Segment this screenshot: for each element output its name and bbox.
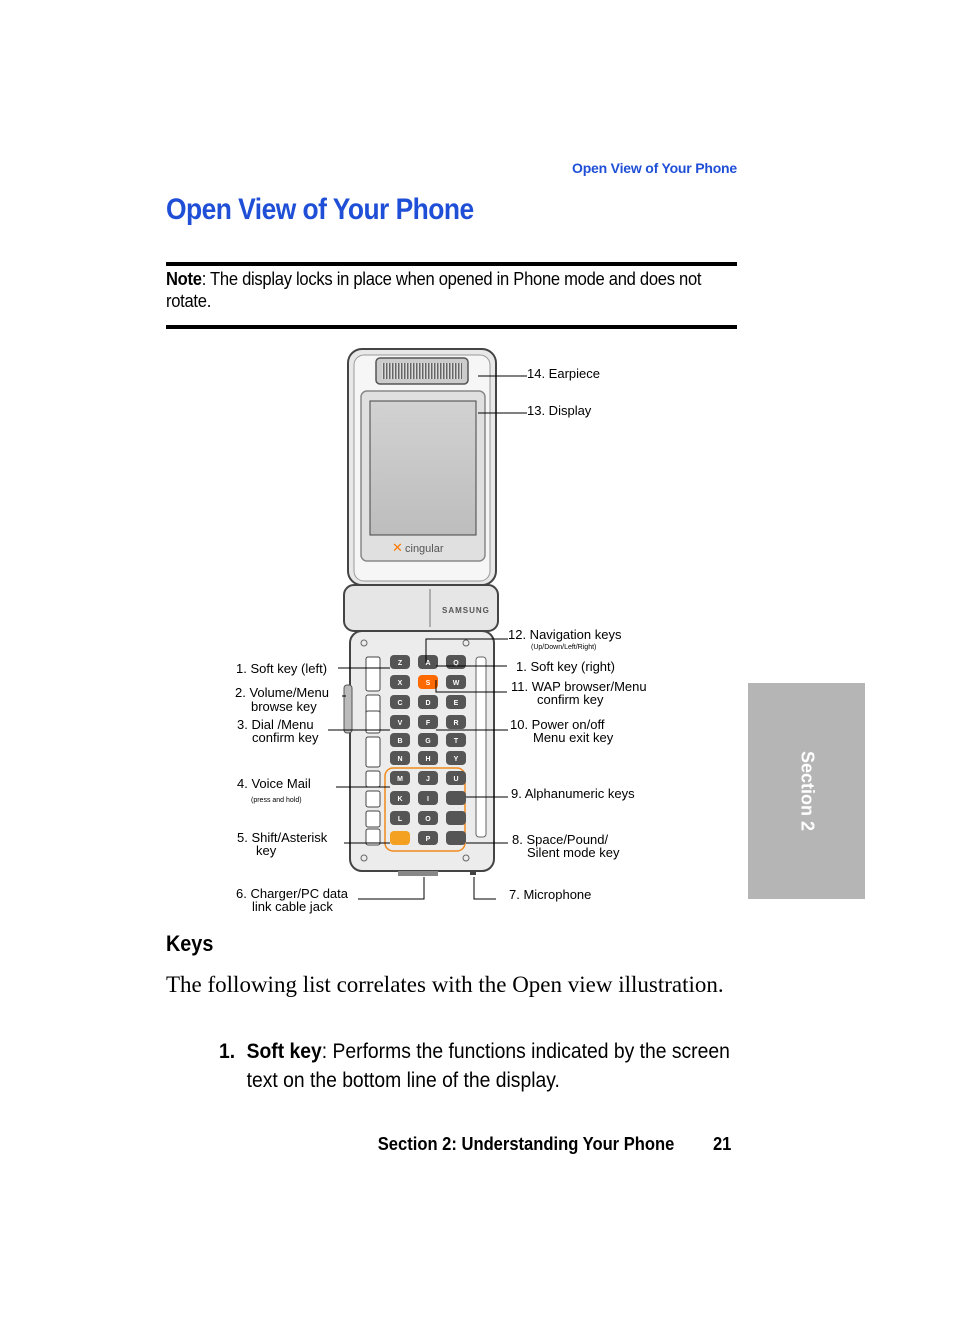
key-label: E [454,700,459,707]
key-label: W [453,680,460,687]
alphanumeric-highlight [384,767,466,852]
key-label: Q [453,660,459,667]
display-screen [369,400,477,536]
callout-alphanumeric: 9. Alphanumeric keys [511,786,635,801]
page-number: 21 [712,1134,731,1154]
key-label: T [454,738,459,745]
list-item-term: Soft key [246,1040,322,1063]
brand-logo-text: SAMSUNG [442,606,490,615]
callout-earpiece: 14. Earpiece [527,366,600,381]
key-label: F [426,720,431,727]
callout-volume: 2. Volume/Menu [235,685,329,700]
note-label: Note [166,269,202,289]
phone-open-view-figure: ✕ cingular SAMSUNG [235,348,647,914]
list-item-text: : Performs the functions indicated by th… [246,1040,730,1092]
key-label: R [453,720,458,727]
callout-soft-key-left: 1. Soft key (left) [236,661,327,676]
running-head: Open View of Your Phone [572,160,737,176]
charger-jack [398,871,438,876]
callout-charger: 6. Charger/PC data [236,886,349,901]
callout-volume-2: browse key [251,699,317,714]
side-key-volume [343,684,353,734]
key-label: H [425,756,430,763]
base-screw-tl [360,639,368,647]
callout-power-2: Menu exit key [533,730,614,745]
section-side-tab: Section 2 [748,683,865,899]
side-strip [475,656,487,838]
key-label: X [398,680,403,687]
intro-paragraph: The following list correlates with the O… [166,972,724,997]
page-title: Open View of Your Phone [166,193,474,226]
callout-shift: 5. Shift/Asterisk [237,830,328,845]
key-label: K [397,796,402,803]
key-label: J [426,776,430,783]
list-item-number: 1. [219,1040,236,1063]
callout-space-pound: 8. Space/Pound/ [512,832,609,847]
callout-dial-2: confirm key [252,730,319,745]
key-label: U [453,776,458,783]
callout-microphone: 7. Microphone [509,887,591,902]
section-side-tab-label: Section 2 [797,750,817,832]
keypad-grid: Z A Q X S W C D E V F R B G T N H Y M J U K I L O P [390,655,466,845]
note-text: : The display locks in place when opened… [166,269,702,311]
base-screw-br [462,854,470,862]
note-bottom-rule [166,325,737,329]
key-label: L [398,816,403,823]
key-label: O [425,816,431,823]
earpiece-grill [382,363,462,379]
base-screw-bl [360,854,368,862]
key-label: I [427,796,429,803]
callout-space-pound-2: Silent mode key [527,845,620,860]
key-label: C [397,700,402,707]
key-label: A [425,660,430,667]
footer-section-title: Section 2: Understanding Your Phone [377,1134,674,1154]
callout-charger-2: link cable jack [252,899,333,914]
callout-display: 13. Display [527,403,592,418]
callout-wap-browser: 11. WAP browser/Menu [511,679,647,694]
base-screw-tr [462,639,470,647]
key-label: M [397,776,403,783]
carrier-logo-text: cingular [405,543,444,555]
key-label: P [426,836,431,843]
cingular-logo-icon: ✕ [392,540,403,555]
callout-voice-mail: 4. Voice Mail [237,776,311,791]
callout-soft-key-right: 1. Soft key (right) [516,659,615,674]
microphone-icon [470,871,476,875]
callout-power: 10. Power on/off [510,717,605,732]
key-label: D [425,700,430,707]
note-top-rule [166,262,737,266]
function-key-column [365,656,381,846]
note-block: Note: The display locks in place when op… [166,268,738,312]
key-label: G [425,738,431,745]
section-heading: Keys [166,931,214,956]
callout-shift-2: key [256,843,277,858]
key-label: V [398,720,403,727]
callout-lines [328,375,527,900]
list-item: 1. Soft key: Performs the functions indi… [219,1037,753,1095]
callout-navigation-keys-sub: (Up/Down/Left/Right) [531,644,596,651]
callout-wap-browser-2: confirm key [537,692,604,707]
key-label: Y [454,756,459,763]
key-label: S [426,680,431,687]
callout-navigation-keys: 12. Navigation keys [508,627,622,642]
callout-voice-mail-sub: (press and hold) [251,797,302,804]
key-label: B [397,738,402,745]
callout-dial: 3. Dial /Menu [237,717,314,732]
key-label: Z [398,660,403,667]
page-footer: Section 2: Understanding Your Phone 21 [377,1134,731,1155]
key-label: N [397,756,402,763]
